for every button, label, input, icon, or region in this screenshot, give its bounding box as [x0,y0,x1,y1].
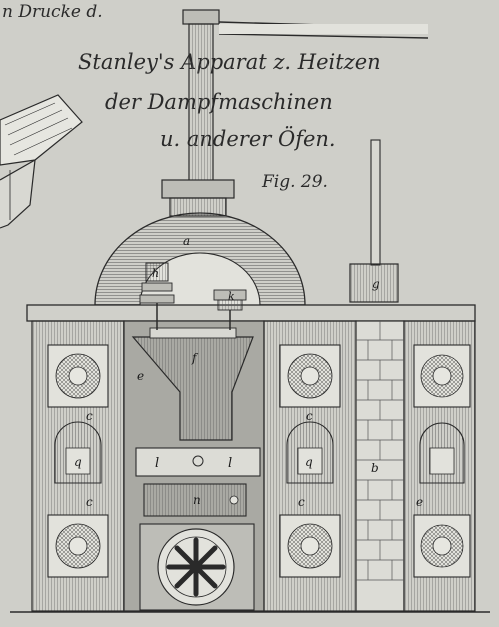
fan-wheel [139,523,255,611]
arched-door-left: q [54,421,102,484]
rod-and-weight: g [349,139,399,303]
label-b: b [371,461,379,475]
label-c-4: c [298,495,305,509]
label-e-right: e [416,495,423,509]
label-g: g [372,277,380,291]
label-l-left: l [155,456,159,471]
ash-box-n: n [143,483,247,517]
label-a: a [183,234,190,248]
arched-door-mid: q [286,421,334,484]
label-c-1: c [86,409,93,423]
grate-box-l: l l [135,447,261,477]
sun-panel-mid-top [279,344,341,408]
label-h: h [152,267,159,280]
label-n: n [193,493,201,507]
figure-number: Fig. 29. [262,172,328,192]
label-l-right: l [228,456,232,471]
label-c-3: c [306,409,313,423]
spindle-k: k [213,289,247,330]
sun-panel-left-bottom [47,514,109,578]
label-c-2: c [86,495,93,509]
book-fragment [0,94,83,229]
label-q-mid: q [305,455,313,469]
brick-column-b [356,321,404,581]
label-k: k [228,290,235,303]
chimney-pipe [161,9,429,217]
sun-panel-right-top [413,344,471,408]
arched-door-right [419,422,465,484]
sun-panel-mid-bottom [279,514,341,578]
sun-panel-left-top [47,344,109,408]
title-line-2: der Dampfmaschinen [105,90,333,114]
hopper-f: f [131,327,254,441]
title-line-1: Stanley's Apparat z. Heitzen [78,50,381,74]
dome-a: a [94,212,306,306]
label-e: e [137,369,144,383]
spindle-h: h [139,262,175,330]
sun-panel-right-bottom [413,514,471,578]
header-text: n Drucke d. [2,2,103,22]
label-f: f [191,351,199,365]
label-q-left: q [74,455,82,469]
